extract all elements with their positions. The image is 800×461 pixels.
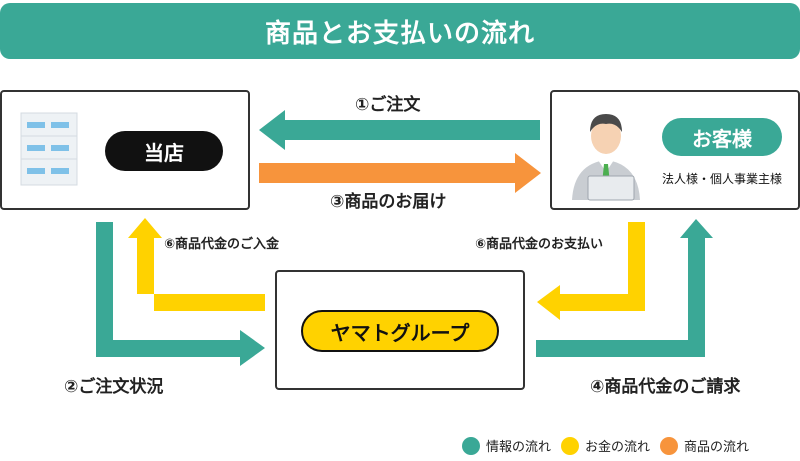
payment-arrow [537, 222, 645, 320]
customer-node: お客様 法人様・個人事業主様 [550, 90, 800, 210]
deposit-arrow [128, 218, 265, 311]
order-status-label: ②ご注文状況 [64, 377, 164, 397]
legend: 情報の流れ お金の流れ 商品の流れ [462, 436, 759, 455]
customer-label: お客様 [662, 118, 782, 156]
yamato-label: ヤマトグループ [301, 310, 499, 352]
order-status-arrow [96, 222, 265, 366]
orange-dot-icon [660, 436, 679, 455]
deposit-label: ⑥商品代金のご入金 [164, 237, 280, 252]
billing-label: ④商品代金のご請求 [590, 377, 741, 397]
yellow-dot-icon [561, 436, 580, 455]
legend-label: お金の流れ [585, 440, 651, 455]
teal-dot-icon [462, 436, 480, 455]
order-label: ①ご注文 [355, 95, 421, 115]
delivery-label: ③商品のお届け [330, 192, 447, 212]
building-icon [20, 112, 78, 186]
yamato-node: ヤマトグループ [275, 270, 525, 390]
legend-item-goods: 商品の流れ [660, 436, 749, 455]
delivery-arrow [259, 153, 541, 193]
legend-label: 商品の流れ [684, 440, 750, 455]
billing-arrow [536, 219, 713, 357]
legend-label: 情報の流れ [486, 440, 552, 455]
shop-label: 当店 [105, 131, 223, 171]
page-title: 商品とお支払いの流れ [264, 18, 535, 49]
order-arrow [259, 110, 540, 150]
customer-sublabel: 法人様・個人事業主様 [661, 172, 782, 186]
title-banner: 商品とお支払いの流れ [0, 3, 800, 59]
shop-node: 当店 [0, 90, 250, 210]
businessperson-icon [572, 114, 640, 201]
legend-item-info: 情報の流れ [462, 436, 551, 455]
payment-label: ⑥商品代金のお支払い [475, 237, 604, 252]
legend-item-money: お金の流れ [561, 436, 650, 455]
